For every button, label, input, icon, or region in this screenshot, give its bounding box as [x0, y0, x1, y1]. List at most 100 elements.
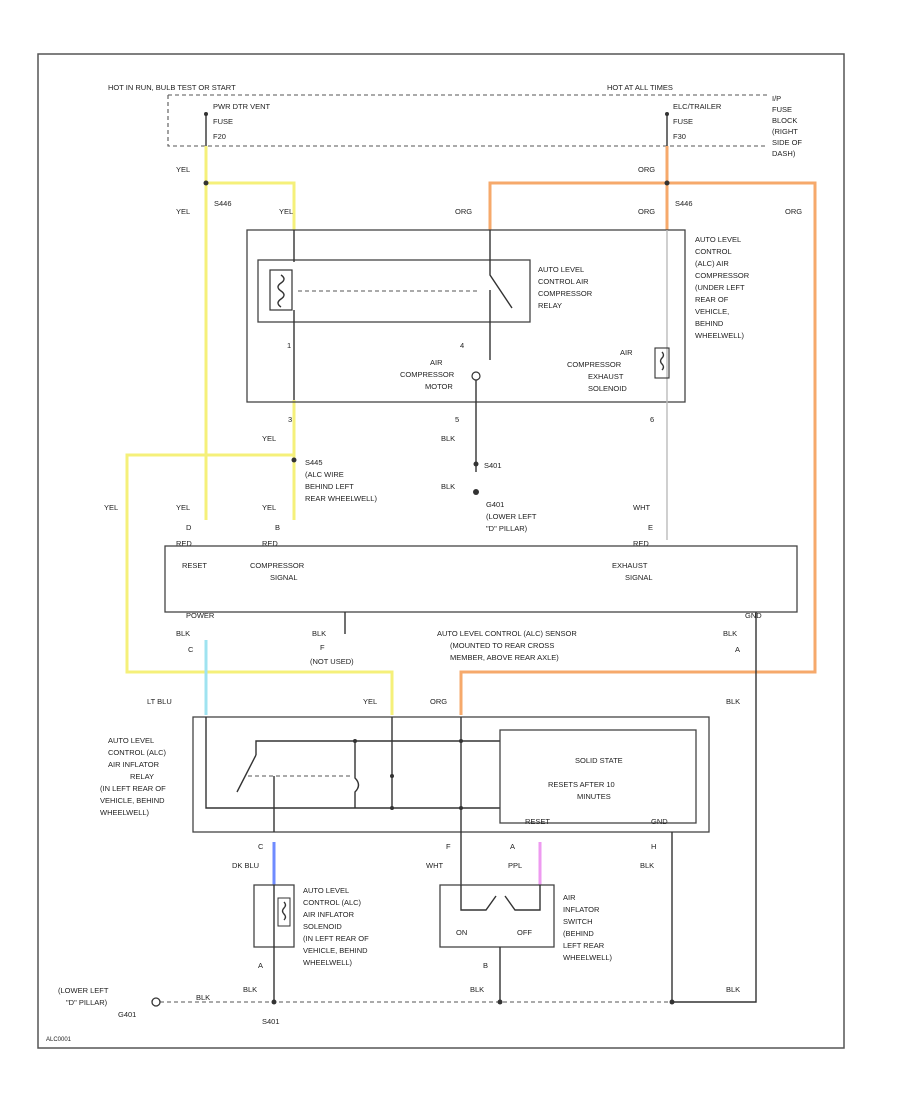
wire-lt-blu: LT BLU	[147, 697, 172, 706]
fuse-block-label: I/P FUSE BLOCK (RIGHT SIDE OF DASH)	[772, 94, 802, 158]
svg-text:S445: S445	[305, 458, 323, 467]
svg-text:G401: G401	[486, 500, 504, 509]
sensor-pin-d: D	[186, 523, 192, 532]
sensor-pin-f: F	[320, 643, 325, 652]
fuse-left: PWR DTR VENT FUSE F20	[204, 102, 271, 146]
wire-wht-2: WHT	[426, 861, 443, 870]
compressor-pin-1: 1	[287, 341, 291, 350]
compressor-relay-switch	[489, 230, 513, 360]
sensor-pin-b: B	[275, 523, 280, 532]
compressor-label: AUTO LEVEL CONTROL (ALC) AIR COMPRESSOR …	[695, 235, 750, 340]
wire-org-1: ORG	[638, 165, 655, 174]
svg-text:(LOWER LEFT: (LOWER LEFT	[58, 986, 109, 995]
g401-note: G401 (LOWER LEFT "D" PILLAR)	[486, 500, 537, 533]
svg-text:BEHIND: BEHIND	[695, 319, 724, 328]
svg-text:AUTO LEVEL: AUTO LEVEL	[303, 886, 349, 895]
svg-text:CONTROL (ALC): CONTROL (ALC)	[108, 748, 167, 757]
svg-text:AUTO LEVEL: AUTO LEVEL	[108, 736, 154, 745]
wire-yel-8: YEL	[363, 697, 377, 706]
svg-text:WHEELWELL): WHEELWELL)	[695, 331, 745, 340]
svg-text:MOTOR: MOTOR	[425, 382, 453, 391]
inflator-relay-label: AUTO LEVEL CONTROL (ALC) AIR INFLATOR RE…	[100, 736, 167, 817]
compressor-pin-5: 5	[455, 415, 459, 424]
alc-sensor-box	[164, 545, 798, 613]
svg-text:AIR INFLATOR: AIR INFLATOR	[303, 910, 355, 919]
sensor-pin-e: E	[648, 523, 653, 532]
wire-yel-1: YEL	[176, 165, 190, 174]
svg-text:(MOUNTED TO REAR CROSS: (MOUNTED TO REAR CROSS	[450, 641, 554, 650]
fuse-left-line-3: F20	[213, 132, 226, 141]
solenoid-pin-a: A	[258, 961, 263, 970]
svg-text:(RIGHT: (RIGHT	[772, 127, 798, 136]
svg-text:(IN LEFT REAR OF: (IN LEFT REAR OF	[303, 934, 369, 943]
solid-state-label: SOLID STATE	[575, 756, 623, 765]
wire-ppl: PPL	[508, 861, 522, 870]
svg-text:(LOWER LEFT: (LOWER LEFT	[486, 512, 537, 521]
splice-dot-yel	[203, 180, 209, 186]
compressor-pin-6: 6	[650, 415, 654, 424]
wire-blk-5: BLK	[243, 985, 257, 994]
sensor-red-1: RED	[176, 539, 192, 548]
svg-text:DASH): DASH)	[772, 149, 796, 158]
footer-code: ALC0001	[46, 1037, 72, 1043]
s445-note: S445 (ALC WIRE BEHIND LEFT REAR WHEELWEL…	[305, 458, 377, 503]
svg-text:INFLATOR: INFLATOR	[563, 905, 600, 914]
svg-text:MEMBER, ABOVE REAR AXLE): MEMBER, ABOVE REAR AXLE)	[450, 653, 559, 662]
svg-text:"D" PILLAR): "D" PILLAR)	[486, 524, 528, 533]
svg-text:AIR: AIR	[563, 893, 576, 902]
gnd-blk-wire	[672, 612, 757, 1003]
inflator-relay-box	[192, 716, 710, 833]
sensor-reset-label: RESET	[182, 561, 207, 570]
ground-g401-lower	[151, 997, 161, 1007]
splice-s446-right: S446	[675, 199, 693, 208]
splice-s401: S401	[484, 461, 502, 470]
wire-dk-blu: DK BLU	[232, 861, 259, 870]
wire-org-4: ORG	[785, 207, 802, 216]
ground-dot-1	[271, 999, 277, 1005]
inflator-gnd-pin: GND	[651, 817, 668, 826]
svg-text:COMPRESSOR: COMPRESSOR	[538, 289, 593, 298]
svg-text:CONTROL AIR: CONTROL AIR	[538, 277, 589, 286]
sensor-label: AUTO LEVEL CONTROL (ALC) SENSOR (MOUNTED…	[437, 629, 577, 662]
inflator-switch: ON OFF	[439, 884, 555, 1002]
compressor-relay-coil	[269, 230, 295, 400]
wire-blk-1: BLK	[441, 434, 455, 443]
wire-blk-6: BLK	[470, 985, 484, 994]
svg-text:(IN LEFT REAR OF: (IN LEFT REAR OF	[100, 784, 166, 793]
svg-text:AIR: AIR	[620, 348, 633, 357]
fuse-left-line-2: FUSE	[213, 117, 233, 126]
hot-run-label: HOT IN RUN, BULB TEST OR START	[108, 83, 236, 92]
wire-org-3: ORG	[638, 207, 655, 216]
sensor-gnd-label: GND	[745, 611, 762, 620]
fuse-right-line-3: F30	[673, 132, 686, 141]
svg-text:FUSE: FUSE	[772, 105, 792, 114]
svg-text:"D" PILLAR): "D" PILLAR)	[66, 998, 108, 1007]
svg-text:COMPRESSOR: COMPRESSOR	[400, 370, 455, 379]
svg-text:WHEELWELL): WHEELWELL)	[100, 808, 150, 817]
svg-text:(UNDER LEFT: (UNDER LEFT	[695, 283, 745, 292]
resets-line-1: RESETS AFTER 10	[548, 780, 615, 789]
splice-s401-lower: S401	[262, 1017, 280, 1026]
svg-text:BLOCK: BLOCK	[772, 116, 797, 125]
compressor-pin-4: 4	[460, 341, 464, 350]
fuse-right-line-2: FUSE	[673, 117, 693, 126]
fuse-block-dash	[167, 94, 768, 147]
org-wires	[459, 146, 817, 715]
ground-blk-label: BLK	[196, 993, 210, 1002]
inflator-pin-f: F	[446, 842, 451, 851]
svg-text:CONTROL (ALC): CONTROL (ALC)	[303, 898, 362, 907]
inflator-pin-h: H	[651, 842, 656, 851]
inflator-relay-contacts	[205, 717, 500, 832]
sensor-pin-c: C	[188, 645, 194, 654]
wire-yel-4: YEL	[262, 434, 276, 443]
ground-g401-upper	[473, 489, 479, 495]
sensor-compressor-line-2: SIGNAL	[270, 573, 298, 582]
fuse-left-line-1: PWR DTR VENT	[213, 102, 271, 111]
sensor-pin-a: A	[735, 645, 740, 654]
switch-label: AIR INFLATOR SWITCH (BEHIND LEFT REAR WH…	[563, 893, 613, 962]
inflator-solenoid	[253, 884, 295, 1002]
fuse-right: ELC/TRAILER FUSE F30	[665, 102, 722, 146]
compressor-relay-label: AUTO LEVEL CONTROL AIR COMPRESSOR RELAY	[538, 265, 593, 310]
solenoid-label: AUTO LEVEL CONTROL (ALC) AIR INFLATOR SO…	[303, 886, 369, 967]
